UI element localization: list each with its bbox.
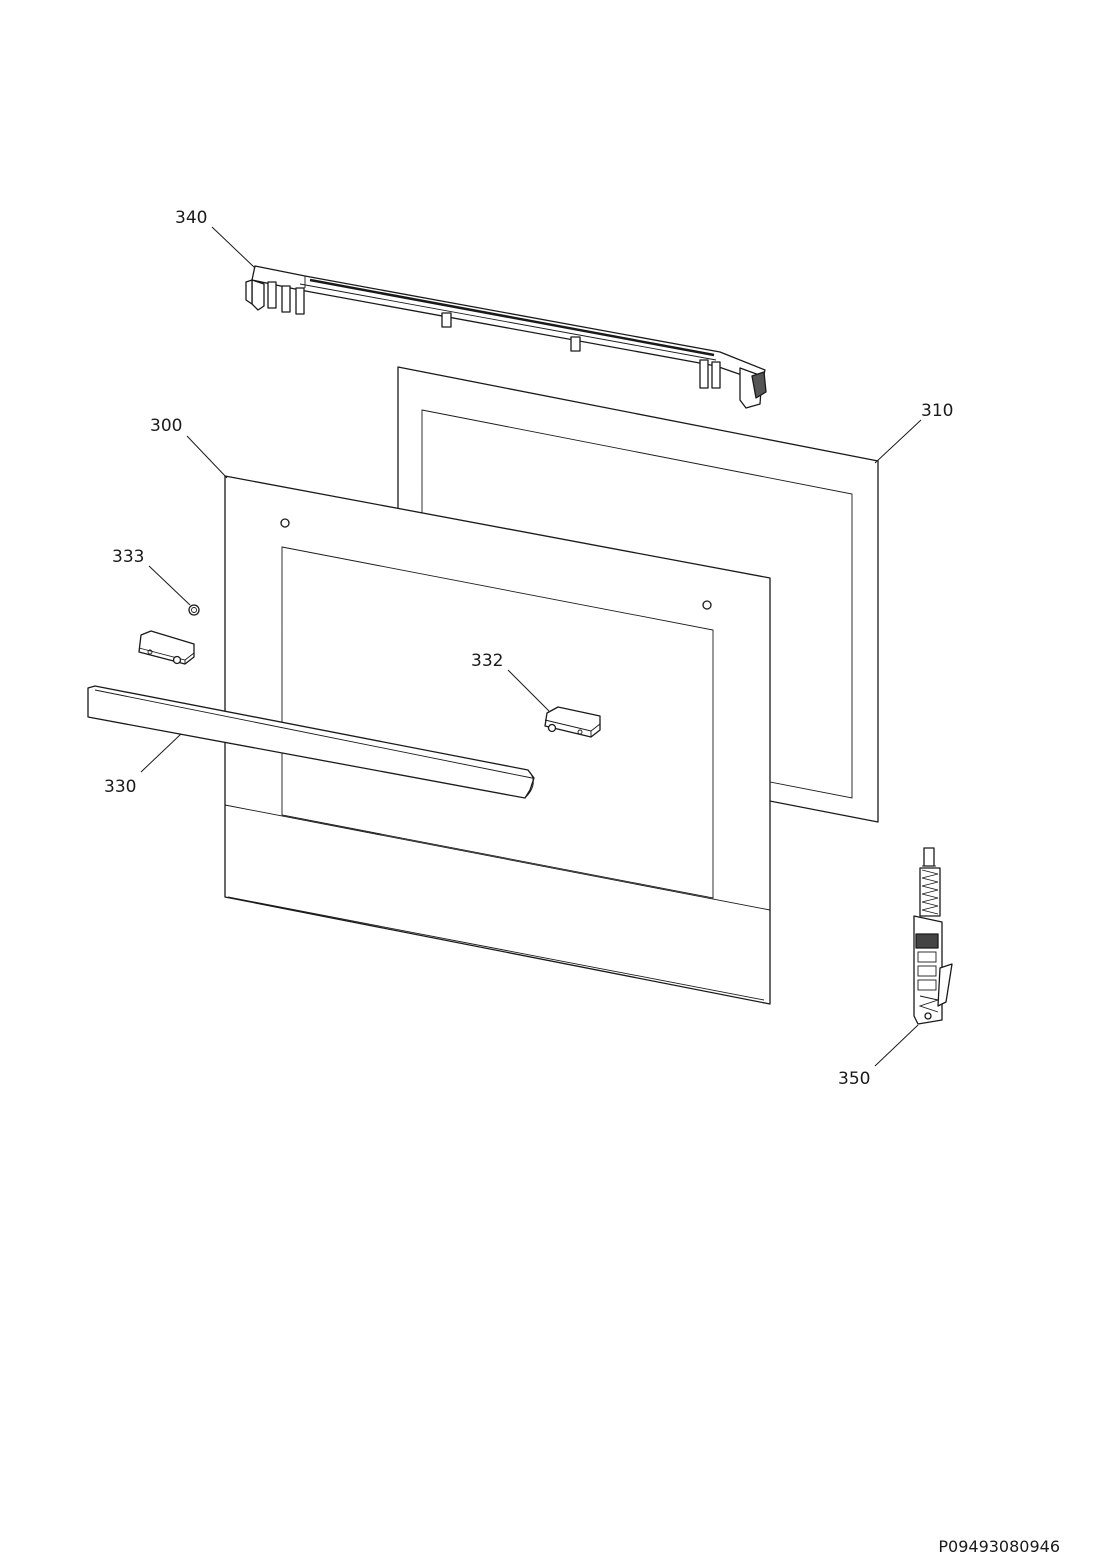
leader-330 bbox=[140, 733, 182, 773]
screw-333[interactable] bbox=[188, 604, 200, 616]
top-trim-strip-340[interactable] bbox=[245, 265, 767, 409]
leader-310 bbox=[874, 419, 922, 464]
leader-332 bbox=[507, 669, 550, 712]
leader-340 bbox=[211, 226, 256, 269]
label-300: 300 bbox=[150, 416, 182, 436]
label-332: 332 bbox=[471, 651, 503, 671]
part-labels: 340 310 300 333 332 330 350 bbox=[104, 208, 953, 1089]
handle-bracket-332[interactable] bbox=[544, 706, 601, 738]
leader-lines bbox=[140, 226, 922, 1067]
leader-300 bbox=[186, 435, 228, 479]
door-handle-330[interactable] bbox=[87, 685, 535, 799]
label-340: 340 bbox=[175, 208, 207, 228]
handle-bracket-left[interactable] bbox=[138, 630, 195, 665]
leader-350 bbox=[874, 1024, 919, 1067]
front-glass-panel-300[interactable] bbox=[224, 475, 771, 1005]
label-310: 310 bbox=[921, 401, 953, 421]
door-hinge-350[interactable] bbox=[913, 847, 953, 1025]
drawing-id: P09493080946 bbox=[938, 1537, 1060, 1556]
label-350: 350 bbox=[838, 1069, 870, 1089]
label-333: 333 bbox=[112, 547, 144, 567]
label-330: 330 bbox=[104, 777, 136, 797]
leader-333 bbox=[148, 565, 191, 606]
